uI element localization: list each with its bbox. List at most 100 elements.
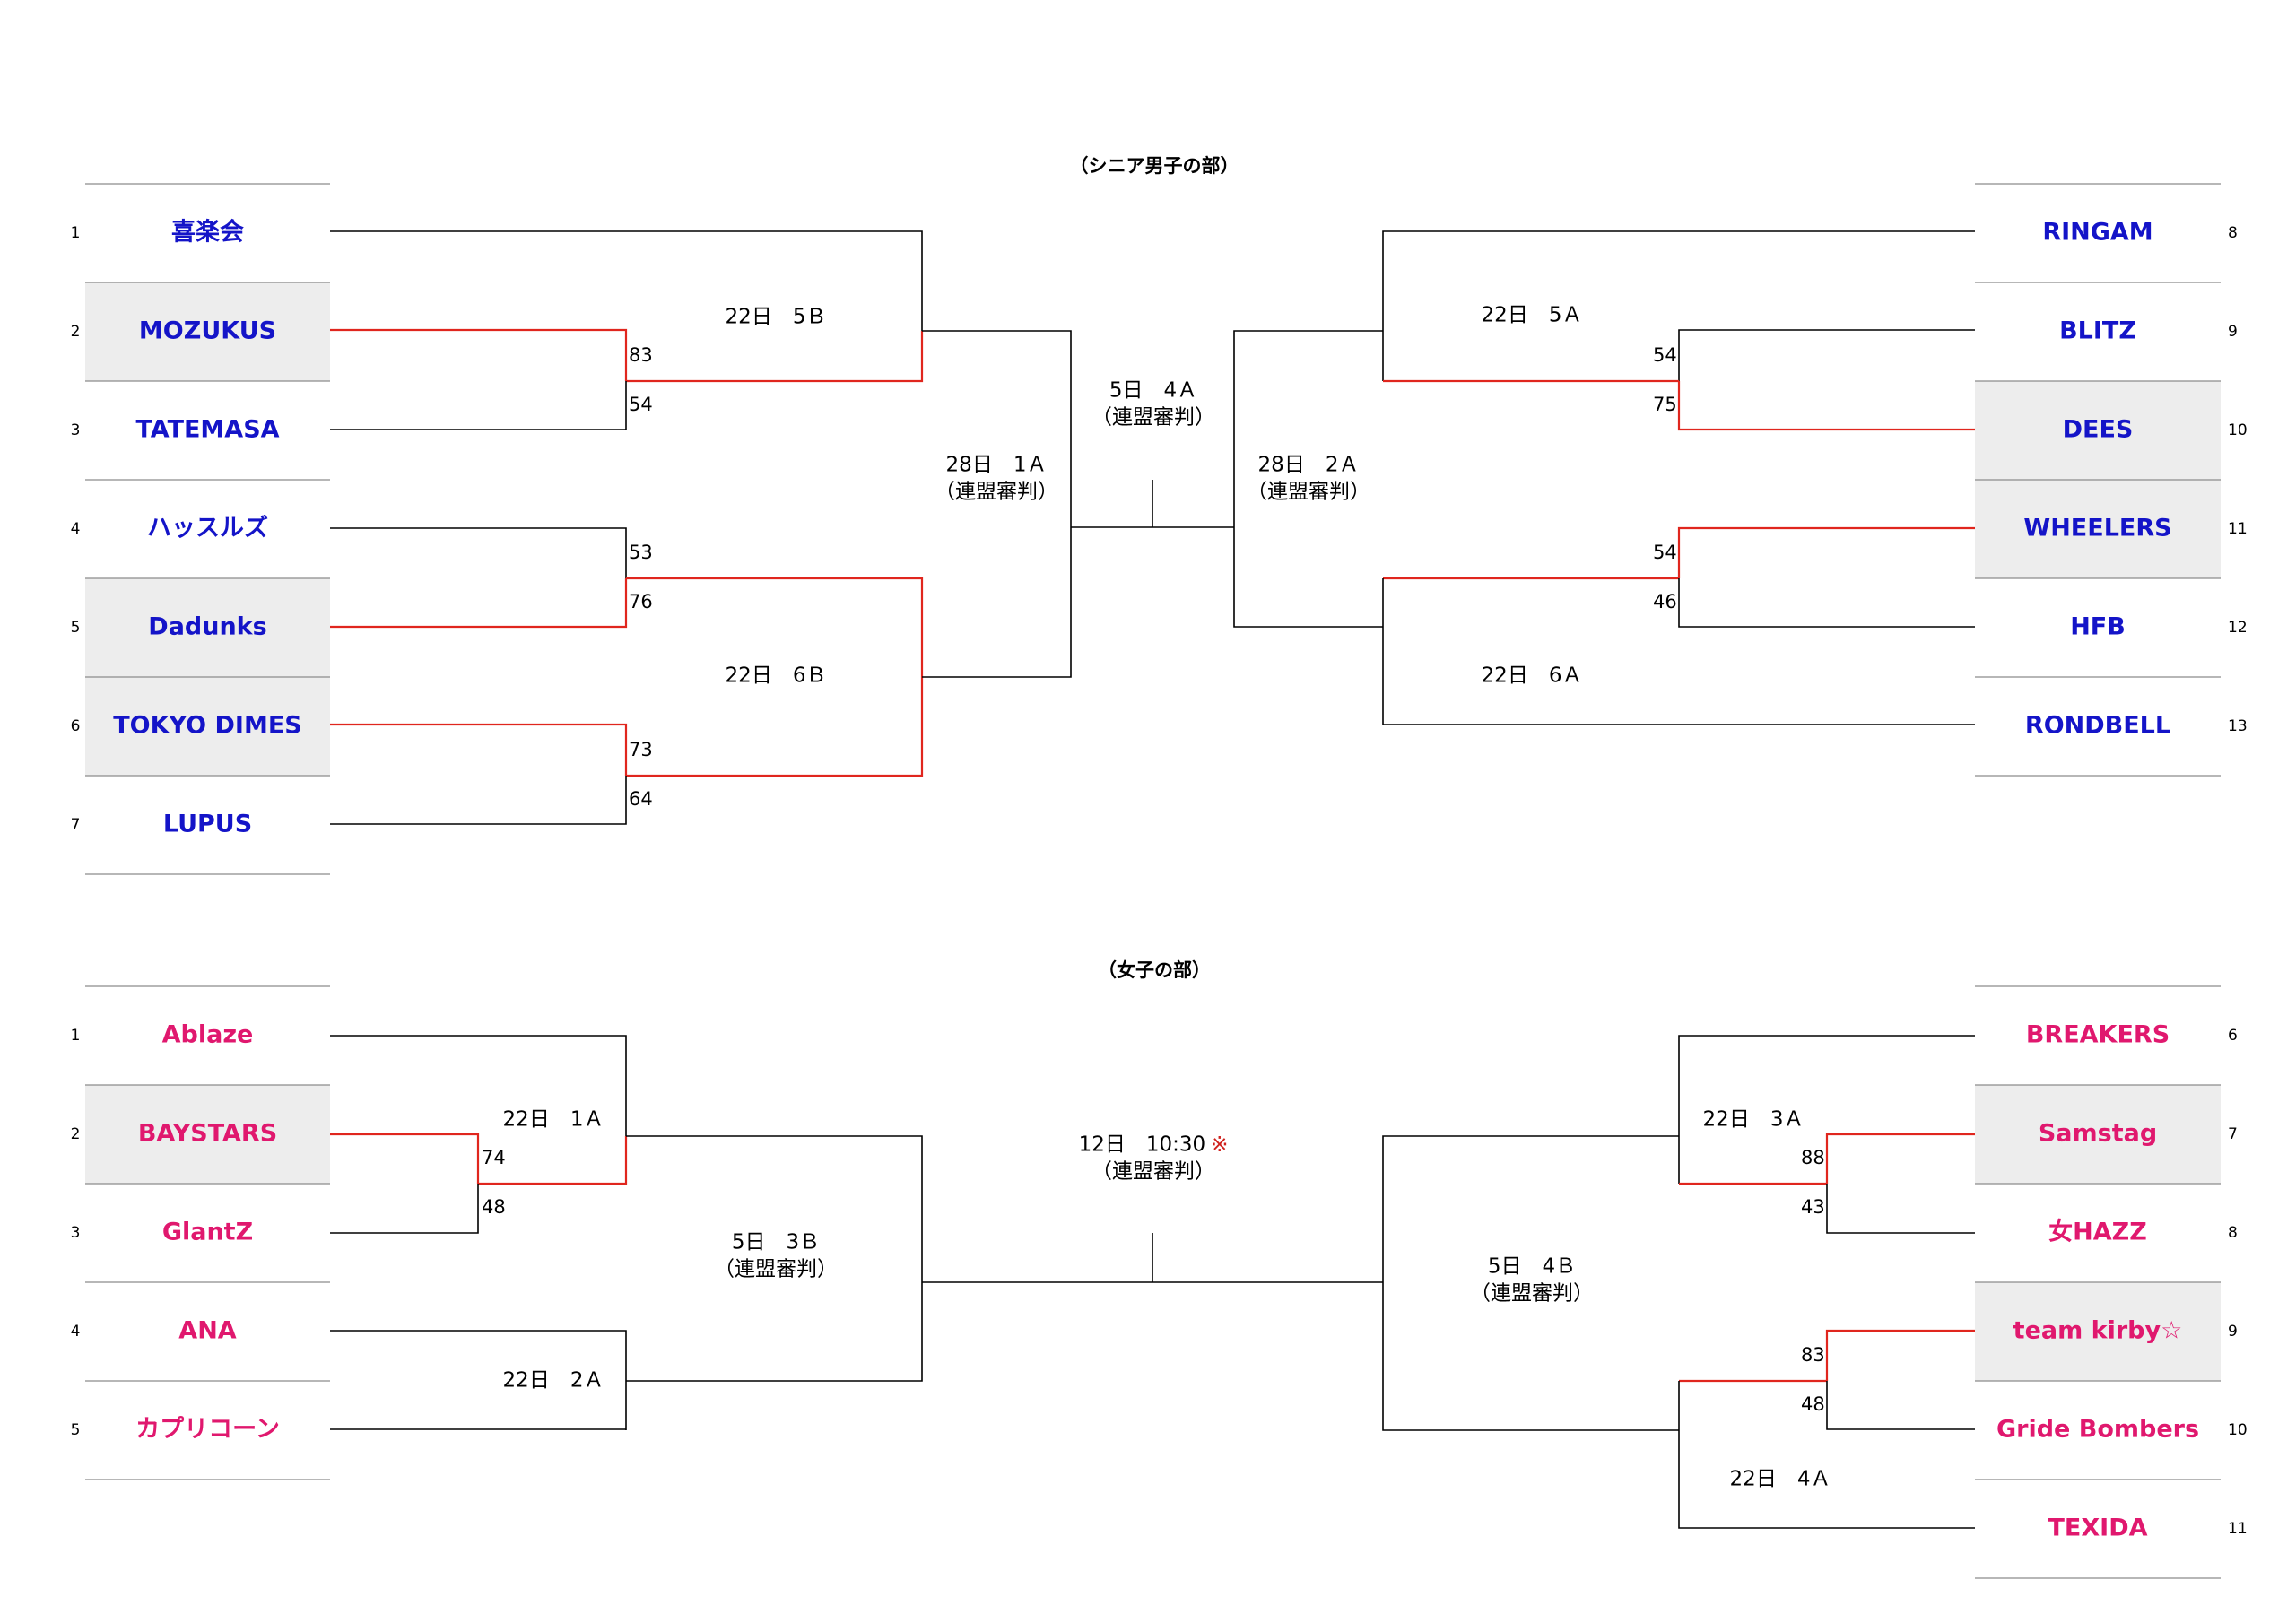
team-name: TEXIDA xyxy=(2048,1515,2147,1542)
referee-note: （連盟審判） xyxy=(1247,481,1370,504)
match-label: 22日 6Ｂ xyxy=(726,664,827,688)
seed-number: 6 xyxy=(71,717,81,735)
seed-number: 10 xyxy=(2228,1421,2248,1439)
seed-number: 9 xyxy=(2228,1323,2238,1341)
score-label: 54 xyxy=(629,394,653,415)
score-label: 54 xyxy=(1653,542,1677,563)
bracket-line-winner xyxy=(330,578,628,629)
score-label: 83 xyxy=(629,344,653,366)
referee-note: （連盟審判） xyxy=(1470,1282,1594,1306)
match-label: 5日 4Ｂ xyxy=(1488,1255,1576,1279)
winner-highlight xyxy=(1975,381,2221,480)
team-name: Ablaze xyxy=(162,1021,254,1049)
bracket-line xyxy=(330,1184,479,1234)
team-name: BLITZ xyxy=(2059,317,2136,345)
seed-number: 13 xyxy=(2228,717,2248,735)
team-name: DEES xyxy=(2063,416,2134,444)
seed-number: 1 xyxy=(71,224,81,242)
match-label: 22日 2Ａ xyxy=(503,1369,604,1393)
team-name: 喜楽会 xyxy=(171,219,244,247)
team-name: WHEELERS xyxy=(2023,515,2171,542)
winner-highlight xyxy=(85,282,330,381)
bracket-line xyxy=(1678,578,1975,628)
score-label: 54 xyxy=(1653,344,1677,366)
match-label: 12日 10:30※ xyxy=(1079,1133,1229,1157)
team-name: RONDBELL xyxy=(2025,712,2170,740)
seed-number: 1 xyxy=(71,1027,81,1045)
bracket-line xyxy=(330,527,627,578)
bracket-line xyxy=(922,330,1072,527)
team-name: team kirby☆ xyxy=(2013,1317,2183,1345)
bracket-line-winner xyxy=(1677,526,1975,578)
bracket-line-winner xyxy=(1825,1133,1975,1184)
team-name: TATEMASA xyxy=(135,416,279,444)
score-label: 88 xyxy=(1801,1147,1825,1168)
match-label: 22日 4Ａ xyxy=(1730,1468,1831,1491)
referee-note: （連盟審判） xyxy=(1091,1160,1215,1184)
seed-number: 8 xyxy=(2228,1224,2238,1242)
seed-number: 12 xyxy=(2228,619,2248,637)
bracket-line-winner xyxy=(1825,1329,1975,1381)
score-label: 43 xyxy=(1801,1196,1825,1218)
seed-number: 4 xyxy=(71,520,81,538)
referee-note: （連盟審判） xyxy=(714,1258,838,1281)
bracket-line-winner xyxy=(1677,381,1975,431)
seed-number: 11 xyxy=(2228,520,2248,538)
team-name: Samstag xyxy=(2039,1120,2157,1148)
match-label: 28日 1Ａ xyxy=(946,454,1048,477)
team-name: ハッスルズ xyxy=(147,514,268,542)
match-label: 28日 2Ａ xyxy=(1258,454,1360,477)
score-label: 48 xyxy=(1801,1393,1825,1415)
team-name: HFB xyxy=(2070,613,2126,641)
score-label: 64 xyxy=(629,788,653,810)
bracket-line-winner xyxy=(478,1136,628,1185)
score-label: 74 xyxy=(482,1147,506,1168)
section-title-women: （女子の部） xyxy=(1098,959,1211,981)
score-label: 53 xyxy=(629,542,653,563)
bracket-line-winner xyxy=(626,577,924,677)
team-name: GlantZ xyxy=(162,1219,253,1246)
bracket-line xyxy=(922,527,1072,678)
note-mark: ※ xyxy=(1211,1133,1228,1157)
team-name: カプリコーン xyxy=(135,1416,280,1444)
match-label: 5日 3Ｂ xyxy=(732,1231,820,1254)
bracket-line xyxy=(1382,1135,1679,1431)
team-name: LUPUS xyxy=(163,811,252,838)
winner-highlight xyxy=(85,1085,330,1184)
score-label: 83 xyxy=(1801,1344,1825,1366)
bracket-line-winner xyxy=(330,328,628,381)
bracket-line xyxy=(330,1035,627,1136)
team-name: BREAKERS xyxy=(2026,1021,2170,1049)
seed-number: 5 xyxy=(71,619,81,637)
score-label: 46 xyxy=(1653,591,1677,612)
bracket-line-winner xyxy=(626,331,924,383)
seed-number: 7 xyxy=(71,816,81,834)
bracket-line-winner xyxy=(626,677,924,777)
team-name: MOZUKUS xyxy=(139,317,276,345)
seed-number: 7 xyxy=(2228,1125,2238,1143)
seed-number: 3 xyxy=(71,1224,81,1242)
winner-highlight xyxy=(85,578,330,677)
bracket-line-winner xyxy=(330,723,628,776)
team-name: Dadunks xyxy=(148,613,266,641)
seed-number: 4 xyxy=(71,1323,81,1341)
bracket-line xyxy=(1678,1035,1975,1184)
seed-number: 8 xyxy=(2228,224,2238,242)
winner-highlight xyxy=(85,677,330,776)
seed-number: 3 xyxy=(71,421,81,439)
seed-number: 2 xyxy=(71,1125,81,1143)
section-title-men: （シニア男子の部） xyxy=(1070,155,1239,177)
team-name: RINGAM xyxy=(2042,219,2152,247)
bracket-line xyxy=(1826,1184,1975,1234)
seed-number: 6 xyxy=(2228,1027,2238,1045)
match-label: 5日 4Ａ xyxy=(1109,379,1197,403)
match-label: 22日 6Ａ xyxy=(1482,664,1583,688)
winner-highlight xyxy=(1975,1282,2221,1381)
match-label: 22日 1Ａ xyxy=(503,1108,604,1132)
bracket-line xyxy=(330,381,627,430)
bracket-line xyxy=(1678,329,1975,381)
score-label: 75 xyxy=(1653,394,1677,415)
referee-note: （連盟審判） xyxy=(935,481,1058,504)
score-label: 73 xyxy=(629,739,653,760)
